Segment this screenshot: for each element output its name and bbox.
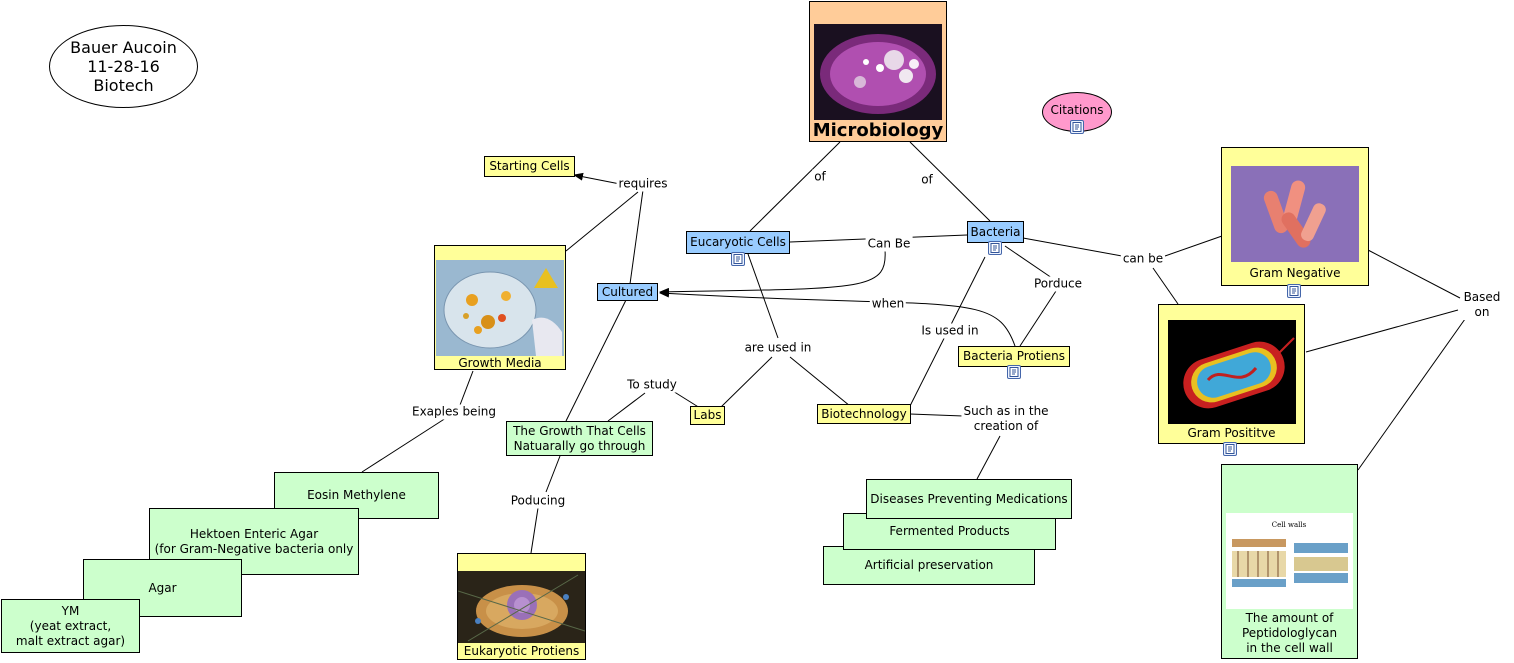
link-canbe-cultured — [659, 249, 886, 296]
link-growth-tostudy — [607, 392, 646, 422]
link-canbe-gramneg — [1164, 235, 1223, 257]
node-gram-negative-label: Gram Negative — [1249, 266, 1341, 280]
link-growth-poducing — [545, 455, 561, 493]
link-growth-requires — [565, 191, 639, 252]
label-can-be-left: Can Be — [865, 236, 913, 252]
label-exaples-being: Exaples being — [410, 404, 498, 420]
link-eucaryotic-areusedin — [747, 253, 779, 339]
gram-negative-document-icon[interactable] — [1287, 284, 1301, 298]
node-eukaryotic-protiens[interactable]: Eukaryotic Protiens — [457, 553, 586, 660]
gram-positive-document-icon[interactable] — [1223, 442, 1237, 456]
label-of-left: of — [812, 169, 828, 185]
label-is-used-in: Is used in — [919, 323, 981, 339]
node-citations-label: Citations — [1050, 103, 1104, 117]
node-hektoen-agar[interactable]: Hektoen Enteric Agar (for Gram-Negative … — [149, 508, 359, 575]
citations-document-icon[interactable] — [1070, 120, 1084, 134]
link-biotech-suchas — [909, 413, 964, 417]
link-microbiology-eucaryotic — [749, 141, 841, 232]
label-poducing: Poducing — [508, 493, 568, 509]
node-eucaryotic-cells[interactable]: Eucaryotic Cells — [686, 231, 790, 254]
label-to-study: To study — [625, 377, 679, 393]
node-gram-positive[interactable]: Gram Posititve — [1158, 304, 1305, 444]
link-areusedin-biotech — [789, 356, 851, 407]
link-exaples-eosin — [361, 417, 447, 473]
label-can-be-right: can be — [1120, 251, 1166, 267]
link-microbiology-bacteria — [909, 141, 991, 222]
label-of-right: of — [919, 172, 935, 188]
label-when: when — [869, 296, 907, 312]
node-growth-cells[interactable]: The Growth That Cells Natuarally go thro… — [506, 421, 653, 456]
link-requires-cultured — [629, 189, 644, 285]
link-protiens-cultured — [659, 289, 1016, 347]
node-peptidoglycan-label: The amount of Peptidologlycan in the cel… — [1241, 611, 1338, 655]
petri-dish-image — [814, 24, 942, 120]
eukaryotic-cell-image — [458, 571, 585, 643]
label-porduce: Porduce — [1031, 276, 1085, 292]
node-bacteria[interactable]: Bacteria — [967, 221, 1024, 243]
node-peptidoglycan[interactable]: Cell walls The amount of Peptidologlycan… — [1221, 464, 1358, 659]
gram-positive-bacteria-image — [1167, 320, 1296, 424]
node-ym[interactable]: YM (yeat extract, malt extract agar) — [1, 599, 140, 653]
node-artificial-preservation[interactable]: Artificial preservation — [823, 546, 1035, 585]
node-growth-media-label: Growth Media — [458, 356, 542, 370]
node-bacteria-protiens[interactable]: Bacteria Protiens — [958, 346, 1070, 367]
node-starting-cells[interactable]: Starting Cells — [484, 156, 575, 177]
node-gram-positive-label: Gram Posititve — [1187, 426, 1276, 440]
node-growth-media[interactable]: Growth Media — [434, 245, 566, 370]
node-biotechnology[interactable]: Biotechnology — [817, 404, 911, 424]
node-fermented-products[interactable]: Fermented Products — [843, 513, 1056, 550]
node-microbiology-label: Microbiology — [812, 120, 944, 141]
label-requires: requires — [616, 176, 670, 192]
cell-walls-caption: Cell walls — [1272, 521, 1307, 529]
link-poducing-protiens — [530, 507, 539, 554]
bacteria-document-icon[interactable] — [988, 241, 1002, 255]
link-canbe-grampos — [1152, 267, 1179, 305]
link-requires-starting — [573, 172, 621, 185]
link-porduce-protiens — [1019, 290, 1057, 347]
link-growth-exaples — [459, 370, 474, 406]
node-labs[interactable]: Labs — [690, 406, 725, 425]
link-basedon-peptido — [1357, 311, 1471, 471]
label-are-used-in: are used in — [742, 340, 814, 356]
label-based-on: Based on — [1461, 290, 1503, 320]
link-cultured-growth — [565, 299, 627, 422]
link-gramneg-basedon — [1367, 249, 1461, 299]
link-bacteria-canbe — [1022, 237, 1123, 257]
link-areusedin-labs — [719, 356, 773, 409]
link-grampos-basedon — [1305, 309, 1459, 353]
label-such-as: Such as in the creation of — [961, 404, 1051, 434]
agar-plate-image — [436, 260, 564, 356]
link-bacteria-porduce — [1004, 245, 1053, 279]
node-diseases-medications[interactable]: Diseases Preventing Medications — [866, 479, 1072, 519]
node-eukaryotic-protiens-label: Eukaryotic Protiens — [463, 643, 580, 658]
gram-negative-bacteria-image — [1231, 166, 1359, 262]
eucaryotic-document-icon[interactable] — [731, 252, 745, 266]
bacteria-protiens-document-icon[interactable] — [1007, 365, 1021, 379]
link-suchas-diseases — [976, 435, 1001, 480]
cell-walls-image: Cell walls — [1226, 513, 1353, 609]
node-gram-negative[interactable]: Gram Negative — [1221, 147, 1369, 286]
node-cultured[interactable]: Cultured — [597, 283, 658, 301]
author-card: Bauer Aucoin 11-28-16 Biotech — [49, 25, 198, 108]
node-microbiology[interactable]: Microbiology — [809, 1, 947, 142]
